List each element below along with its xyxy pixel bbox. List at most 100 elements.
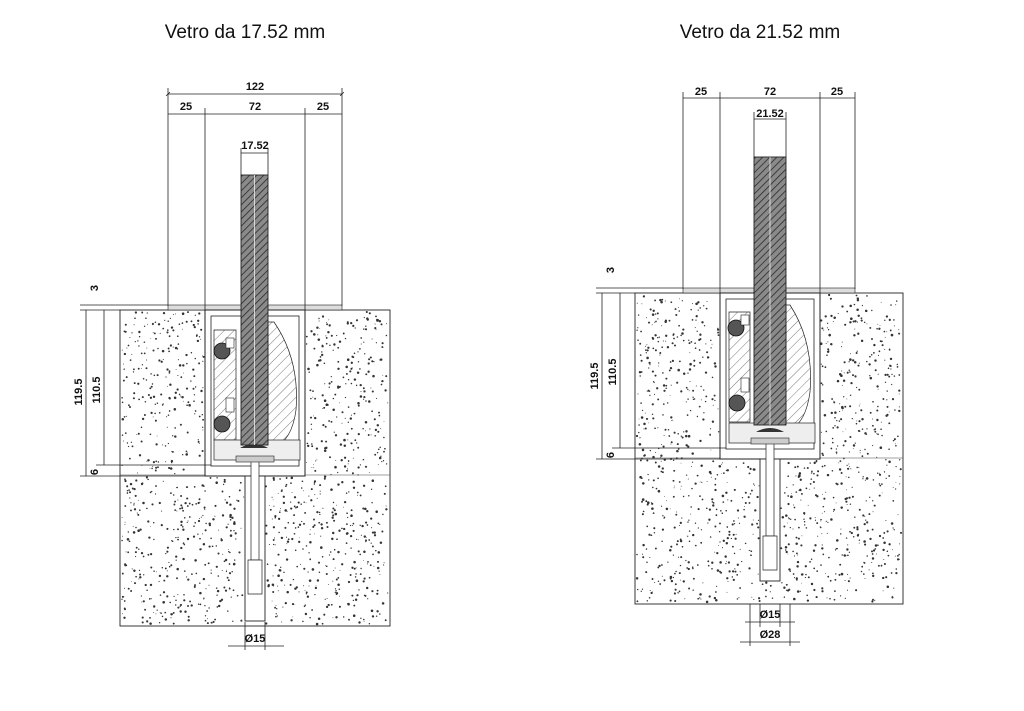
concrete-stipple — [133, 502, 135, 504]
concrete-stipple — [638, 424, 640, 426]
concrete-stipple — [304, 590, 306, 592]
concrete-stipple — [847, 580, 850, 583]
concrete-stipple — [652, 512, 655, 514]
concrete-stipple — [676, 443, 679, 446]
concrete-stipple — [303, 490, 304, 492]
concrete-stipple — [381, 602, 385, 605]
concrete-stipple — [673, 526, 676, 529]
concrete-stipple — [803, 512, 806, 515]
concrete-stipple — [677, 592, 679, 594]
concrete-stipple — [123, 600, 126, 602]
concrete-stipple — [688, 530, 691, 532]
concrete-stipple — [338, 605, 341, 608]
concrete-stipple — [785, 583, 788, 586]
concrete-stipple — [880, 428, 882, 430]
concrete-stipple — [158, 622, 161, 624]
concrete-stipple — [844, 440, 847, 443]
concrete-stipple — [874, 369, 877, 372]
concrete-stipple — [285, 485, 287, 488]
concrete-stipple — [635, 577, 639, 580]
concrete-stipple — [353, 567, 356, 570]
concrete-stipple — [271, 518, 273, 520]
concrete-stipple — [665, 384, 668, 387]
concrete-stipple — [861, 565, 864, 568]
concrete-stipple — [886, 390, 888, 392]
concrete-stipple — [717, 334, 720, 336]
concrete-stipple — [701, 481, 703, 483]
concrete-stipple — [838, 468, 842, 471]
concrete-stipple — [881, 434, 883, 437]
concrete-stipple — [192, 535, 196, 538]
concrete-stipple — [155, 337, 157, 340]
concrete-stipple — [892, 439, 895, 442]
concrete-stipple — [748, 501, 751, 504]
concrete-stipple — [318, 571, 321, 574]
concrete-stipple — [127, 531, 129, 533]
concrete-stipple — [223, 586, 226, 589]
concrete-stipple — [176, 388, 179, 391]
concrete-stipple — [794, 466, 797, 469]
concrete-stipple — [356, 442, 358, 444]
concrete-stipple — [337, 367, 340, 371]
concrete-stipple — [757, 519, 760, 521]
concrete-stipple — [175, 599, 177, 601]
concrete-stipple — [211, 545, 214, 548]
concrete-stipple — [134, 311, 138, 314]
concrete-stipple — [687, 521, 689, 523]
concrete-stipple — [121, 349, 123, 351]
concrete-stipple — [166, 595, 169, 598]
concrete-stipple — [194, 521, 197, 524]
concrete-stipple — [894, 555, 896, 557]
concrete-stipple — [168, 466, 171, 470]
concrete-stipple — [150, 373, 152, 375]
concrete-stipple — [652, 381, 655, 383]
concrete-stipple — [866, 452, 869, 455]
concrete-stipple — [841, 341, 843, 343]
concrete-stipple — [649, 449, 652, 452]
concrete-stipple — [657, 337, 659, 339]
concrete-stipple — [284, 601, 287, 605]
concrete-stipple — [160, 524, 163, 527]
concrete-stipple — [137, 472, 139, 474]
concrete-stipple — [166, 550, 169, 553]
concrete-stipple — [699, 481, 701, 483]
concrete-stipple — [700, 541, 703, 544]
concrete-stipple — [323, 399, 327, 402]
concrete-stipple — [382, 513, 384, 516]
concrete-stipple — [872, 445, 874, 447]
concrete-stipple — [168, 410, 171, 412]
concrete-stipple — [883, 559, 885, 560]
concrete-stipple — [150, 525, 152, 527]
concrete-stipple — [149, 491, 152, 494]
concrete-stipple — [641, 448, 645, 452]
concrete-stipple — [294, 587, 297, 590]
concrete-stipple — [859, 403, 861, 405]
concrete-stipple — [317, 561, 321, 564]
concrete-stipple — [193, 585, 196, 588]
concrete-stipple — [286, 540, 290, 543]
concrete-stipple — [190, 320, 193, 323]
concrete-stipple — [751, 523, 754, 526]
concrete-stipple — [380, 455, 382, 457]
concrete-stipple — [293, 604, 295, 605]
concrete-stipple — [229, 551, 231, 554]
concrete-stipple — [182, 542, 185, 545]
concrete-stipple — [181, 312, 185, 315]
concrete-stipple — [352, 524, 354, 527]
concrete-stipple — [674, 308, 677, 311]
concrete-stipple — [202, 387, 204, 389]
concrete-stipple — [274, 564, 277, 567]
concrete-stipple — [383, 492, 386, 495]
concrete-stipple — [714, 478, 717, 480]
concrete-stipple — [375, 315, 377, 318]
concrete-stipple — [134, 340, 136, 343]
concrete-stipple — [688, 519, 690, 521]
concrete-stipple — [143, 574, 145, 576]
concrete-stipple — [313, 505, 315, 507]
concrete-stipple — [662, 372, 664, 374]
concrete-stipple — [363, 398, 365, 400]
concrete-stipple — [822, 493, 824, 495]
concrete-stipple — [862, 514, 865, 517]
concrete-stipple — [874, 428, 877, 430]
concrete-stipple — [377, 463, 379, 465]
